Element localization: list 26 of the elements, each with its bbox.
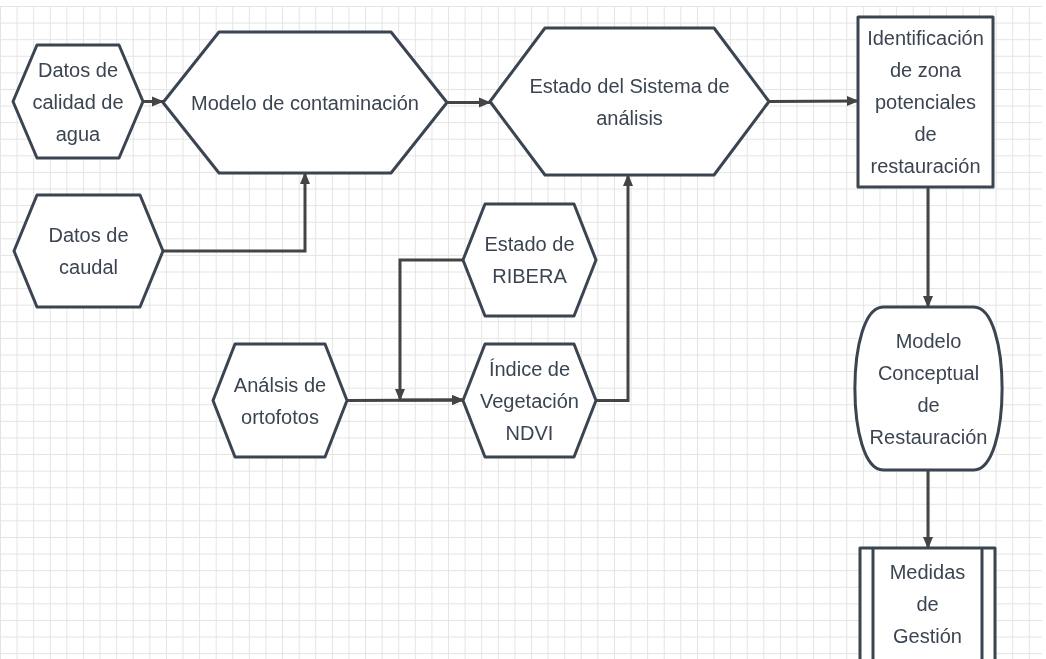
node-label: Identificación de zona potenciales de restauración (866, 26, 985, 179)
hexagon-node (213, 344, 347, 457)
arrow (143, 96, 164, 107)
hexagon-node (463, 344, 596, 457)
process-box (858, 17, 993, 187)
hexagon-node (490, 28, 769, 175)
arrow (923, 470, 933, 549)
arrow (447, 97, 491, 108)
node-label: Índice de Vegetación NDVI (479, 356, 580, 446)
node-label: Análsis de ortofotos (232, 372, 328, 430)
node-label: Datos de calidad de agua (31, 57, 125, 147)
node-label: Estado de RIBERA (483, 232, 576, 289)
hexagon-node (463, 204, 596, 316)
node-label: Modelo Conceptual de Restauración (869, 328, 988, 450)
node-label: Medidas de Gestión (888, 560, 967, 649)
arrow (769, 96, 859, 107)
predefined-process-box (860, 548, 995, 659)
hexagon-node (163, 32, 447, 173)
terminal-node (853, 307, 1004, 470)
arrow (347, 395, 464, 406)
arrow (923, 187, 933, 308)
node-label: Estado del Sistema de análisis (528, 73, 731, 131)
hexagon-node (13, 45, 143, 158)
hexagon-node (14, 195, 163, 307)
node-label: Modelo de contaminación (191, 90, 419, 116)
node-label: Datos de caudal (47, 223, 130, 280)
